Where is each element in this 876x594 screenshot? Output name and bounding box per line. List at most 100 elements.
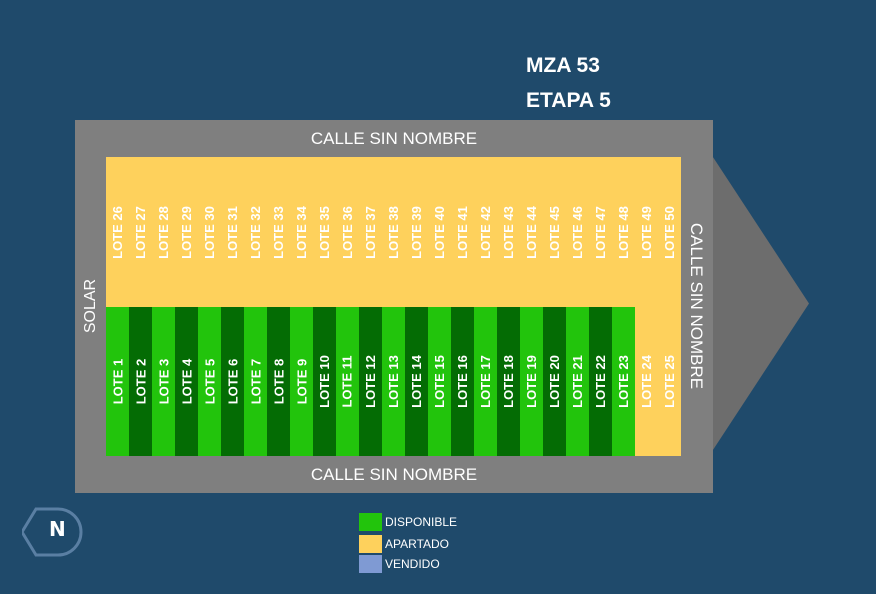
lot-21[interactable]: LOTE 21 [566, 307, 589, 456]
lot-27[interactable]: LOTE 27 [129, 157, 152, 307]
etapa-title: ETAPA 5 [526, 89, 611, 112]
legend-label-apartado: APARTADO [385, 537, 450, 551]
lot-11[interactable]: LOTE 11 [336, 307, 359, 456]
lot-label: LOTE 20 [547, 355, 562, 408]
lot-label: LOTE 15 [432, 355, 447, 408]
lot-15[interactable]: LOTE 15 [428, 307, 451, 456]
street-bottom [75, 456, 713, 493]
lot-label: LOTE 24 [639, 355, 654, 408]
lot-7[interactable]: LOTE 7 [244, 307, 267, 456]
lot-19[interactable]: LOTE 19 [520, 307, 543, 456]
lot-32[interactable]: LOTE 32 [244, 157, 267, 307]
lot-label: LOTE 39 [409, 205, 424, 259]
lot-label: LOTE 49 [639, 205, 654, 259]
lot-47[interactable]: LOTE 47 [589, 157, 612, 307]
lot-49[interactable]: LOTE 49 [635, 157, 658, 307]
lot-label: LOTE 46 [570, 205, 585, 259]
north-compass-icon [22, 507, 83, 557]
legend-label-disponible: DISPONIBLE [385, 515, 458, 529]
lot-30[interactable]: LOTE 30 [198, 157, 221, 307]
lot-17[interactable]: LOTE 17 [474, 307, 497, 456]
lot-label: LOTE 17 [478, 355, 493, 408]
lot-40[interactable]: LOTE 40 [428, 157, 451, 307]
lot-42[interactable]: LOTE 42 [474, 157, 497, 307]
lot-16[interactable]: LOTE 16 [451, 307, 474, 456]
legend-label-vendido: VENDIDO [385, 557, 440, 571]
legend-swatch-vendido [359, 555, 382, 573]
lot-label: LOTE 44 [524, 205, 539, 259]
lot-37[interactable]: LOTE 37 [359, 157, 382, 307]
manzana-title: MZA 53 [526, 54, 600, 77]
legend-disponible: DISPONIBLE [359, 513, 457, 531]
lot-label: LOTE 1 [110, 358, 126, 405]
lot-6[interactable]: LOTE 6 [221, 307, 244, 456]
lot-13[interactable]: LOTE 13 [382, 307, 405, 456]
lot-label: LOTE 18 [501, 355, 516, 408]
lot-2[interactable]: LOTE 2 [129, 307, 152, 456]
lot-29[interactable]: LOTE 29 [175, 157, 198, 307]
street-top [75, 120, 713, 157]
lot-label: LOTE 28 [156, 205, 171, 259]
lot-label: LOTE 31 [225, 205, 240, 259]
lot-35[interactable]: LOTE 35 [313, 157, 336, 307]
legend-swatch-apartado [359, 535, 382, 553]
lot-label: LOTE 22 [593, 355, 608, 408]
lot-label: LOTE 36 [340, 205, 355, 259]
lot-label: LOTE 45 [547, 205, 562, 259]
lot-10[interactable]: LOTE 10 [313, 307, 336, 456]
lot-36[interactable]: LOTE 36 [336, 157, 359, 307]
lot-label: LOTE 16 [455, 355, 470, 408]
lot-50[interactable]: LOTE 50 [658, 157, 681, 307]
lot-label: LOTE 3 [156, 358, 172, 405]
lot-31[interactable]: LOTE 31 [221, 157, 244, 307]
legend-vendido: VENDIDO [359, 555, 440, 573]
lot-14[interactable]: LOTE 14 [405, 307, 428, 456]
lot-26[interactable]: LOTE 26 [106, 157, 129, 307]
legend-apartado: APARTADO [359, 535, 449, 553]
lot-25[interactable]: LOTE 25 [658, 307, 681, 456]
lot-8[interactable]: LOTE 8 [267, 307, 290, 456]
lot-34[interactable]: LOTE 34 [290, 157, 313, 307]
lot-43[interactable]: LOTE 43 [497, 157, 520, 307]
lot-39[interactable]: LOTE 39 [405, 157, 428, 307]
lot-28[interactable]: LOTE 28 [152, 157, 175, 307]
lot-44[interactable]: LOTE 44 [520, 157, 543, 307]
solar-label: SOLAR [82, 278, 99, 334]
lot-22[interactable]: LOTE 22 [589, 307, 612, 456]
lot-3[interactable]: LOTE 3 [152, 307, 175, 456]
lot-label: LOTE 4 [179, 358, 195, 405]
lot-label: LOTE 2 [133, 358, 149, 405]
lot-41[interactable]: LOTE 41 [451, 157, 474, 307]
compass-label: N [49, 517, 66, 541]
lot-20[interactable]: LOTE 20 [543, 307, 566, 456]
street-right [681, 120, 713, 493]
lot-label: LOTE 29 [179, 205, 194, 259]
lot-24[interactable]: LOTE 24 [635, 307, 658, 456]
lot-12[interactable]: LOTE 12 [359, 307, 382, 456]
lot-label: LOTE 40 [432, 205, 447, 259]
lot-45[interactable]: LOTE 45 [543, 157, 566, 307]
lot-9[interactable]: LOTE 9 [290, 307, 313, 456]
street-label-top: CALLE SIN NOMBRE [310, 129, 478, 148]
lot-label: LOTE 47 [593, 205, 608, 259]
lot-label: LOTE 26 [110, 205, 125, 259]
lot-5[interactable]: LOTE 5 [198, 307, 221, 456]
lot-48[interactable]: LOTE 48 [612, 157, 635, 307]
lot-label: LOTE 42 [478, 205, 493, 259]
lot-4[interactable]: LOTE 4 [175, 307, 198, 456]
lot-label: LOTE 32 [248, 205, 263, 259]
lot-38[interactable]: LOTE 38 [382, 157, 405, 307]
lot-18[interactable]: LOTE 18 [497, 307, 520, 456]
lot-46[interactable]: LOTE 46 [566, 157, 589, 307]
lot-label: LOTE 23 [616, 355, 631, 408]
lot-label: LOTE 50 [662, 205, 677, 259]
lot-label: LOTE 41 [455, 205, 470, 259]
lot-label: LOTE 33 [271, 205, 286, 259]
lot-label: LOTE 13 [386, 355, 401, 408]
lot-33[interactable]: LOTE 33 [267, 157, 290, 307]
lot-label: LOTE 21 [570, 355, 585, 408]
lot-1[interactable]: LOTE 1 [106, 307, 129, 456]
lot-label: LOTE 10 [317, 355, 332, 408]
lot-23[interactable]: LOTE 23 [612, 307, 635, 456]
lot-label: LOTE 5 [202, 358, 218, 405]
